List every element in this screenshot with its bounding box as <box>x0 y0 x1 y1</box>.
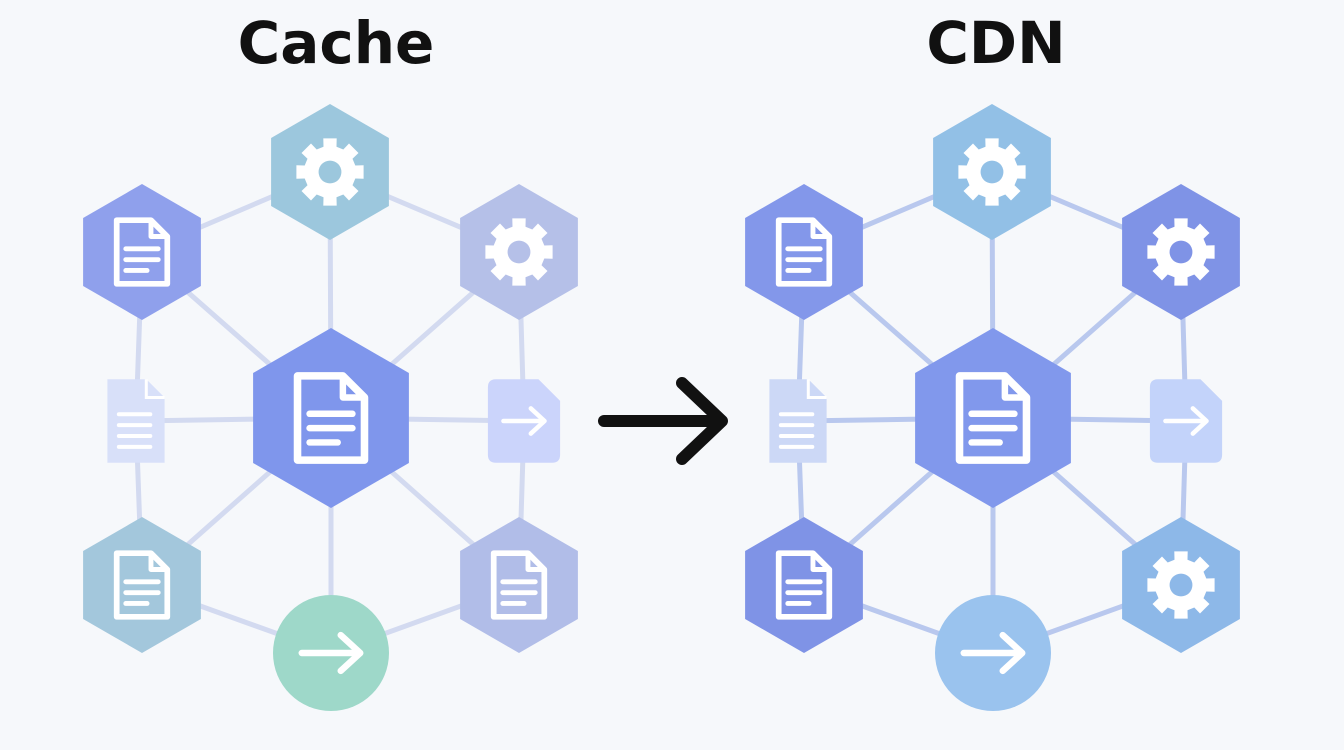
document-icon <box>116 379 165 449</box>
gear-icon <box>296 138 364 206</box>
node-gear-right <box>1122 184 1240 320</box>
node-gear-right <box>460 184 578 320</box>
node-arrow-circle <box>935 595 1051 711</box>
node-doc-lowright <box>460 517 578 653</box>
cache-network <box>83 104 578 711</box>
gear-icon <box>958 138 1026 206</box>
node-doc-upleft <box>745 184 863 320</box>
gear-icon <box>1147 218 1215 286</box>
document-icon <box>490 550 548 620</box>
node-arrow-small <box>1149 379 1223 463</box>
document-icon <box>775 550 833 620</box>
arrow-right-icon <box>298 631 364 675</box>
node-doc-upleft <box>83 184 201 320</box>
node-doc-lowright <box>1122 517 1240 653</box>
node-doc-lowleft <box>745 517 863 653</box>
node-gear-top <box>933 104 1051 240</box>
node-doc-lowleft <box>83 517 201 653</box>
node-arrow-circle <box>273 595 389 711</box>
gear-icon <box>485 218 553 286</box>
cache-title: Cache <box>237 9 435 77</box>
arrow-right-icon <box>960 631 1026 675</box>
cdn-network <box>745 104 1240 711</box>
document-icon <box>293 372 369 464</box>
document-icon <box>775 217 833 287</box>
arrow-right-icon <box>1163 406 1209 436</box>
gear-icon <box>1147 551 1215 619</box>
node-doc-small <box>107 379 165 463</box>
node-arrow-small <box>487 379 561 463</box>
connector-arrow-icon <box>598 377 728 465</box>
arrow-right-icon <box>501 406 547 436</box>
document-icon <box>955 372 1031 464</box>
document-icon <box>113 550 171 620</box>
node-doc-small <box>769 379 827 463</box>
node-gear-top <box>271 104 389 240</box>
node-hub <box>915 328 1071 508</box>
cdn-title: CDN <box>926 9 1066 77</box>
document-icon <box>113 217 171 287</box>
node-hub <box>253 328 409 508</box>
document-icon <box>778 379 827 449</box>
